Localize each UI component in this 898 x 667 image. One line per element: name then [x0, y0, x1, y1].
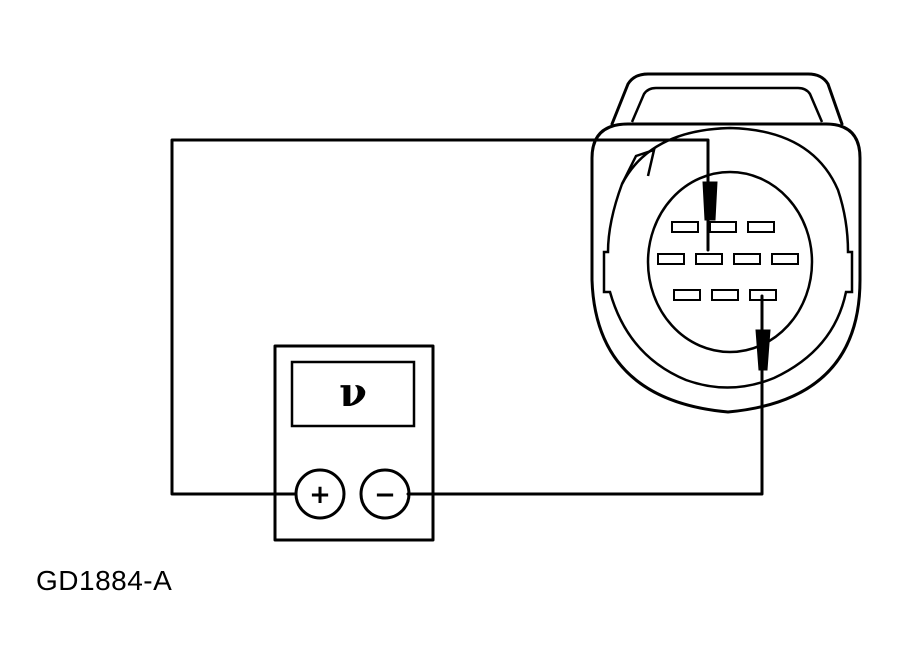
voltmeter-icon: ν + −: [273, 344, 435, 542]
connector-housing: [590, 122, 862, 414]
figure-id-label: GD1884-A: [36, 565, 173, 596]
test-leads: [170, 138, 764, 496]
connector-inner-ring: [602, 126, 854, 389]
positive-lead: [170, 138, 710, 496]
connector-pin: [657, 253, 685, 265]
connector-pin-face: [646, 170, 814, 354]
connector-pin: [671, 221, 699, 233]
connector-pin: [673, 289, 701, 301]
voltmeter-body: [273, 344, 435, 542]
positive-terminal: [294, 468, 346, 520]
negative-terminal-label: −: [374, 480, 396, 510]
connector-pin: [695, 253, 723, 265]
probe-icon: [702, 181, 771, 371]
connector-latch: [610, 72, 844, 126]
connector-pin: [709, 221, 737, 233]
connector-pin: [733, 253, 761, 265]
connector-latch-inner: [630, 86, 824, 123]
connector-key-notch: [620, 148, 656, 185]
connector-pin: [771, 253, 799, 265]
negative-lead: [406, 294, 764, 496]
negative-probe: [755, 329, 771, 371]
voltmeter-display: [290, 360, 416, 428]
connector-pin: [747, 221, 775, 233]
negative-terminal: [359, 468, 411, 520]
connector-pin: [711, 289, 739, 301]
positive-terminal-label: +: [309, 480, 331, 510]
positive-probe: [702, 181, 718, 221]
voltmeter-display-symbol: ν: [339, 369, 367, 416]
connector-icon: [590, 72, 862, 414]
